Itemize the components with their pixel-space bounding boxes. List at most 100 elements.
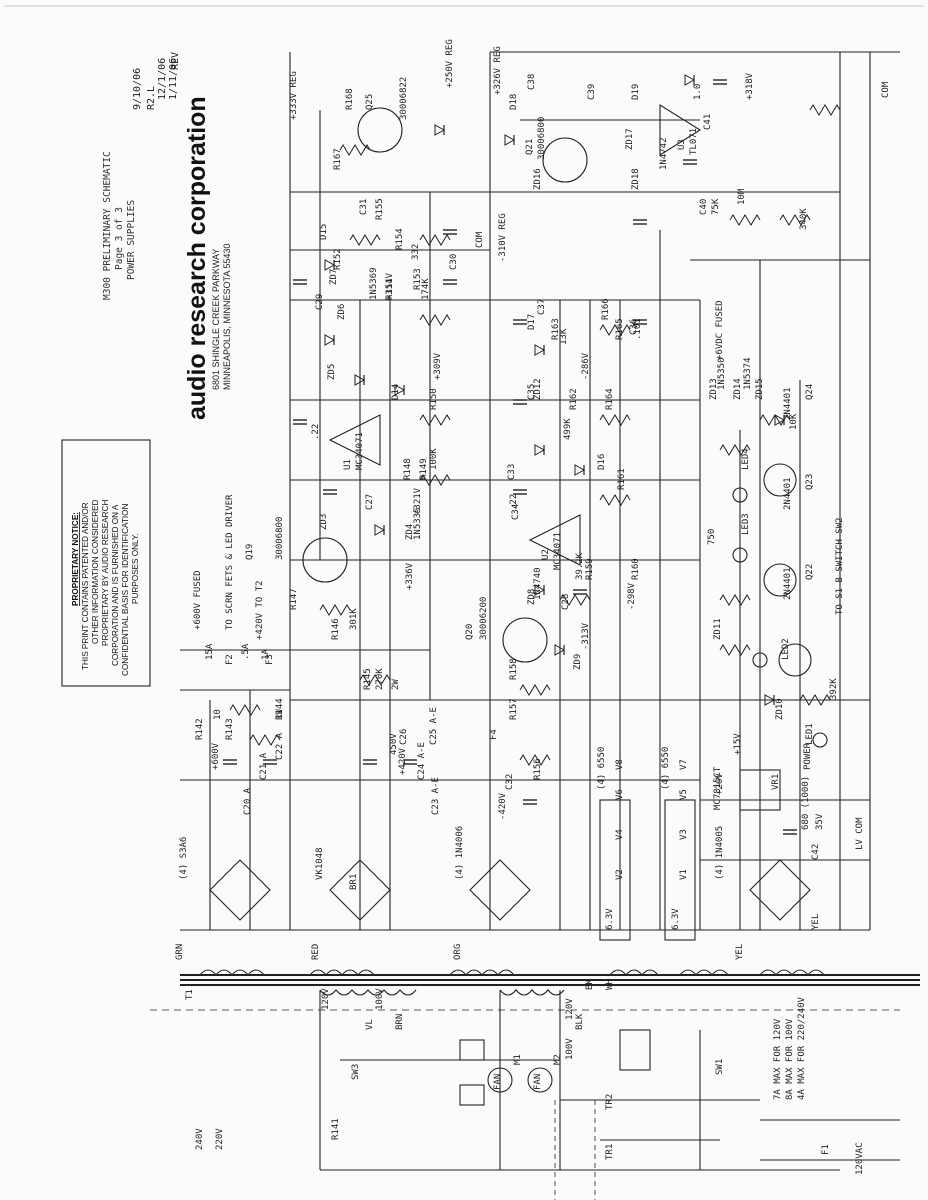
schematic-label-v100: 100V <box>375 988 385 1010</box>
title-line-3: POWER SUPPLIES <box>126 200 137 280</box>
schematic-label-v174: 174K <box>421 278 431 300</box>
schematic-label-r168: R168 <box>345 88 355 110</box>
schematic-label-r159: R159 <box>585 558 595 580</box>
proprietary-notice-box <box>61 439 151 687</box>
schematic-label-c32: C32 <box>505 774 515 790</box>
schematic-label-brn: BRN <box>395 1014 405 1030</box>
schematic-label-v22: .22 <box>509 494 519 510</box>
schematic-label-c33: C33 <box>507 464 517 480</box>
schematic-label-c41: C41 <box>703 114 713 130</box>
notice-line: OTHER INFORMATION CONSIDERED <box>91 499 100 644</box>
schematic-label-f2: F2 <box>225 654 235 665</box>
schematic-label-c28: C28 <box>561 594 571 610</box>
schematic-label-fan: FAN <box>493 1074 503 1090</box>
schematic-label-c25: C25 A-E <box>429 707 439 745</box>
schematic-label-v6: V6 <box>615 789 625 800</box>
schematic-label-r155: R155 <box>375 198 385 220</box>
schematic-label-r146: R146 <box>331 618 341 640</box>
schematic-label-r153: R153 <box>413 268 423 290</box>
schematic-label-v101: .101 <box>633 318 643 340</box>
schematic-label-screen_fets: TO SCRN FETS & LED DRIVER <box>225 494 235 630</box>
schematic-label-v1: V1 <box>679 869 689 880</box>
schematic-label-in5374: 1N5374 <box>743 357 753 390</box>
schematic-label-vr1p: MC7815CT <box>713 766 723 810</box>
wiring <box>4 5 924 1200</box>
notice-line: CONFIDENTIAL BASIS FOR IDENTIFICATION <box>121 504 130 676</box>
schematic-label-zd16: ZD16 <box>533 168 543 190</box>
schematic-label-r298: -298V <box>627 582 637 610</box>
schematic-label-v10uf: 1.0 <box>693 84 703 100</box>
schematic-label-yel: YEL <box>735 944 745 960</box>
schematic-label-c650: (4) 6550 <box>597 747 607 790</box>
schematic-label-c35: C35 <box>527 384 537 400</box>
schematic-label-com: COM <box>475 231 485 248</box>
schematic-label-v75k: 75K <box>711 198 721 215</box>
schematic-label-q21: Q21 <box>525 139 535 155</box>
schematic-label-r158: R158 <box>509 658 519 680</box>
schematic-label-r310: -310V REG <box>498 213 508 262</box>
schematic-label-zd11: ZD11 <box>713 618 723 640</box>
schematic-label-u3p: TL071 <box>689 128 699 155</box>
notice-line: PURPOSES ONLY. <box>131 533 140 604</box>
schematic-label-c37: C37 <box>537 299 547 315</box>
schematic-label-br1: BR1 <box>349 874 359 890</box>
schematic-label-led2: LED2 <box>781 638 791 660</box>
schematic-label-q24: Q24 <box>805 384 815 400</box>
schematic-label-r145: R145 <box>363 668 373 690</box>
schematic-label-tr2: TR2 <box>605 1094 615 1110</box>
schematic-label-bk: BK <box>585 979 595 990</box>
schematic-label-vr1: VR1 <box>771 774 781 790</box>
schematic-label-com: COM <box>881 81 891 98</box>
proprietary-notice: PROPRIETARY NOTICE: THIS PRINT CONTAINS … <box>71 499 140 676</box>
schematic-label-h63: 6.3V <box>605 908 615 930</box>
schematic-label-v1a: 1A <box>261 649 271 660</box>
schematic-label-v7: V7 <box>679 759 689 770</box>
schematic-label-grn: GRN <box>175 944 185 960</box>
schematic-label-c22: C22 A <box>275 732 285 760</box>
schematic-label-zd12: ZD12 <box>533 378 543 400</box>
schematic-label-r420t2: +420V TO T2 <box>255 580 265 640</box>
schematic-label-v2: V2 <box>615 869 625 880</box>
schematic-label-v750: 750 <box>707 529 717 545</box>
schematic-label-zd17: ZD17 <box>625 128 635 150</box>
schematic-label-c31: C31 <box>359 199 369 215</box>
schematic-label-c40: C40 <box>699 199 709 215</box>
schematic-label-c21: C21 A <box>259 752 269 780</box>
schematic-label-v2w: 2W <box>391 679 401 690</box>
schematic-label-c23: C23 A-E <box>431 777 441 815</box>
company-block: audio research corporation 6801 SHINGLE … <box>183 96 232 420</box>
notice-heading: PROPRIETARY NOTICE: <box>71 512 80 606</box>
schematic-label-c30: C30 <box>449 254 459 270</box>
schematic-label-v270k: 270K <box>375 668 385 690</box>
schematic-label-c24: C24 A-E <box>417 742 427 780</box>
schematic-label-d19: D19 <box>631 84 641 100</box>
schematic-label-q25: Q25 <box>365 94 375 110</box>
schematic-label-u3: U3 <box>677 139 687 150</box>
schematic-label-yel2: YEL <box>811 914 821 930</box>
schematic-label-q23: Q23 <box>805 474 815 490</box>
revision-label: R2.L <box>146 86 157 110</box>
schematic-label-v5a: .5A <box>241 643 251 660</box>
schematic-label-vl: VL <box>365 1019 375 1030</box>
schematic-label-v100k: 100K <box>429 448 439 470</box>
schematic-label-fuse_note1: 7A MAX FOR 120V <box>773 1018 783 1100</box>
schematic-label-v392k: 392K <box>829 678 839 700</box>
schematic-label-f4: F4 <box>489 729 499 740</box>
schematic-label-r250: +250V REG <box>445 39 455 88</box>
title-line-2: Page 3 of 3 <box>114 207 125 270</box>
schematic-label-v39k: 39.2K <box>575 552 585 580</box>
schematic-label-v450: 450V <box>389 733 399 755</box>
schematic-label-d17: D17 <box>527 314 537 330</box>
schematic-label-r160: R160 <box>631 558 641 580</box>
schematic-label-v10: 10 <box>213 709 223 720</box>
schematic-label-led1: LED1 <box>805 723 815 745</box>
schematic-label-r152: R152 <box>333 248 343 270</box>
schematic-label-v3: V3 <box>679 829 689 840</box>
schematic-label-r157: R157 <box>509 698 519 720</box>
schematic-label-led4: LED4 <box>741 448 751 470</box>
schematic-label-fuse_note2: 8A MAX FOR 100V <box>785 1018 795 1100</box>
schematic-label-in5350: 1N5350 <box>717 357 727 390</box>
company-address-1: 6801 SHINGLE CREEK PARKWAY <box>211 249 221 390</box>
schematic-label-f3: F3 <box>265 654 275 665</box>
